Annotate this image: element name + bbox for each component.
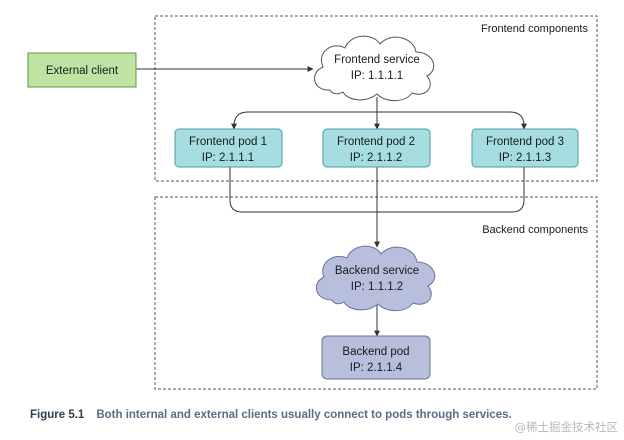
frontend-service-node: Frontend service IP: 1.1.1.1 xyxy=(314,35,435,102)
backend-service-node: Backend service IP: 1.1.1.2 xyxy=(315,245,436,312)
frontend-service-ip: IP: 1.1.1.1 xyxy=(351,70,403,82)
backend-service-name: Backend service xyxy=(335,265,419,277)
frontend-pod-2-name: Frontend pod 2 xyxy=(337,136,415,148)
backend-pod-box xyxy=(321,335,431,380)
backend-components-label: Backend components xyxy=(482,224,588,236)
backend-pod-node: Backend pod IP: 2.1.1.4 xyxy=(321,335,431,380)
frontend-pod-3-node: Frontend pod 3 IP: 2.1.1.3 xyxy=(471,128,579,168)
backend-pod-ip: IP: 2.1.1.4 xyxy=(350,362,403,374)
figure-caption-text: Both internal and external clients usual… xyxy=(96,409,512,421)
frontend-service-name: Frontend service xyxy=(334,54,420,66)
frontend-components-label: Frontend components xyxy=(481,23,589,35)
frontend-pod-3-name: Frontend pod 3 xyxy=(486,136,564,148)
frontend-service-cloud xyxy=(314,35,435,102)
frontend-components-group xyxy=(154,15,598,182)
frontend-pod-2-node: Frontend pod 2 IP: 2.1.1.2 xyxy=(322,128,431,168)
frontend-pod-2-box xyxy=(322,128,431,168)
frontend-pod-1-name: Frontend pod 1 xyxy=(189,136,267,148)
external-client-box xyxy=(27,52,137,88)
frontend-pod-3-box xyxy=(471,128,579,168)
connector-frontend-pod-3-merge xyxy=(377,167,525,213)
frontend-pod-3-ip: IP: 2.1.1.3 xyxy=(499,152,551,164)
figure-number: Figure 5.1 xyxy=(30,409,85,421)
backend-service-cloud xyxy=(315,245,436,312)
frontend-pod-1-node: Frontend pod 1 IP: 2.1.1.1 xyxy=(174,128,283,168)
backend-pod-name: Backend pod xyxy=(342,346,409,358)
connectors xyxy=(136,66,527,337)
connector-frontend-pod-1-merge xyxy=(229,167,377,213)
connector-frontend-branch xyxy=(233,111,525,127)
frontend-pod-2-ip: IP: 2.1.1.2 xyxy=(350,152,402,164)
external-client-node: External client xyxy=(27,52,137,88)
watermark: @稀土掘金技术社区 xyxy=(514,420,619,434)
frontend-pod-1-ip: IP: 2.1.1.1 xyxy=(202,152,254,164)
backend-service-ip: IP: 1.1.1.2 xyxy=(351,281,403,293)
figure-caption: Figure 5.1 Both internal and external cli… xyxy=(30,409,512,421)
backend-components-group xyxy=(154,196,598,390)
external-client-label: External client xyxy=(46,65,119,77)
frontend-pod-1-box xyxy=(174,128,283,168)
